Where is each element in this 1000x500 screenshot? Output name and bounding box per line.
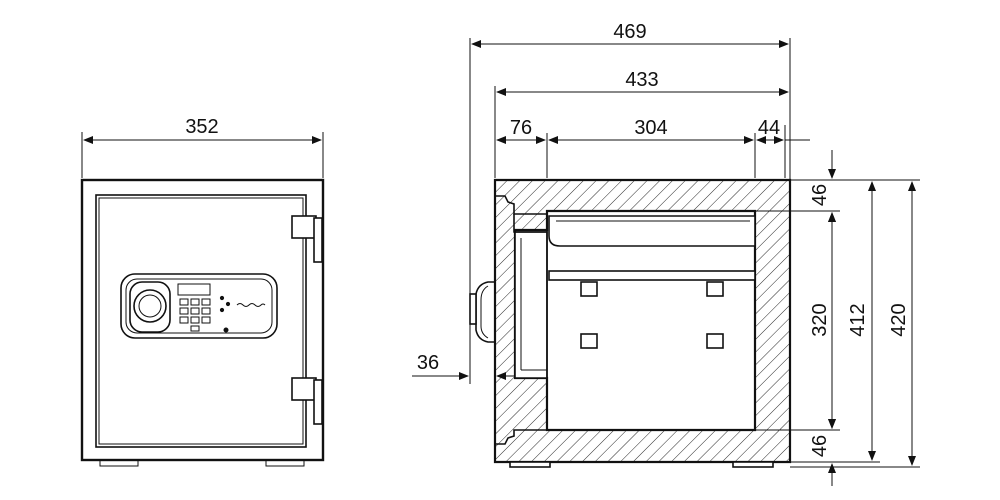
shelf-clip-1	[580, 281, 598, 297]
total-height-dimension: 420	[888, 181, 916, 466]
interior-drawer	[548, 215, 756, 247]
dim-label-body-height: 412	[847, 303, 869, 336]
hinge-bottom	[291, 377, 323, 425]
brand-logo-icon	[236, 303, 266, 307]
side-foot-front	[509, 461, 551, 468]
hinge-top	[291, 215, 323, 263]
shelf-clip-2	[706, 281, 724, 297]
front-width-dimension: 352	[81, 116, 324, 178]
dim-label-interior-height: 320	[809, 303, 831, 336]
dim-label-body-depth: 433	[625, 69, 658, 91]
dim-label-total-depth: 469	[613, 21, 646, 43]
dim-label-total-height: 420	[888, 303, 910, 336]
interior-shelf	[548, 270, 756, 281]
dial-knob-icon	[129, 281, 171, 333]
door-handle-icon	[469, 281, 495, 343]
shelf-clip-3	[580, 333, 598, 349]
safe-foot-right	[265, 459, 305, 467]
keypad-buttons-icon	[179, 298, 211, 332]
shelf-clip-4	[706, 333, 724, 349]
interior-height-dimension: 320	[809, 212, 836, 429]
safe-foot-left	[99, 459, 139, 467]
keypad-display	[177, 283, 211, 296]
safe-door	[95, 194, 307, 448]
dim-label-wall-back: 44	[758, 117, 780, 139]
dim-label-wall-bottom: 46	[809, 435, 831, 457]
electronic-keypad-panel	[120, 273, 278, 339]
front-view: 352	[80, 116, 325, 467]
body-height-dimension: 412	[847, 181, 876, 461]
wall-top-dimension: 46	[809, 150, 836, 230]
dim-label-handle-projection: 36	[417, 352, 439, 374]
dim-label-interior-depth: 304	[634, 117, 667, 139]
section-depth-dimensions: 76 304 44	[496, 117, 810, 144]
dim-label-wall-front: 76	[510, 117, 532, 139]
total-depth-dimension: 469	[471, 21, 789, 48]
dim-label-wall-top: 46	[809, 184, 831, 206]
wall-bottom-dimension: 46	[809, 418, 836, 486]
safe-body-front	[80, 178, 325, 462]
body-depth-dimension: 433	[496, 69, 789, 96]
side-foot-back	[732, 461, 774, 468]
dim-label-front-width: 352	[185, 116, 218, 138]
side-section-view: 469 433 76 304 44 36	[412, 21, 920, 486]
